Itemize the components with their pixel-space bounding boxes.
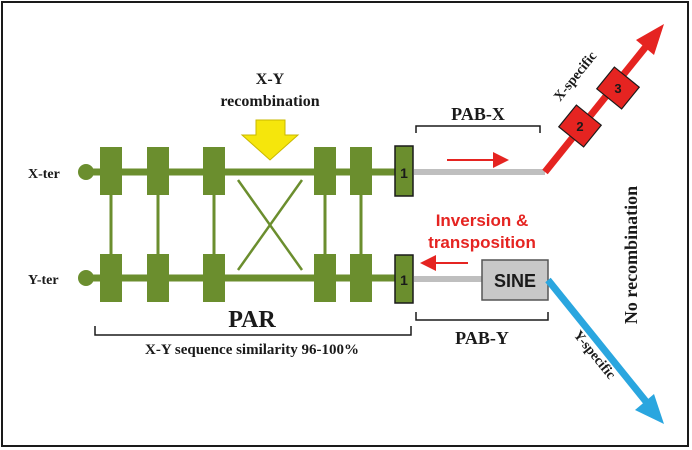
y-block (314, 254, 336, 302)
recombination-title-line1: X-Y (256, 71, 285, 88)
pab-x-label: PAB-X (451, 104, 505, 124)
y-telomere-cap (78, 270, 94, 286)
y-block (100, 254, 122, 302)
y-block (350, 254, 372, 302)
recombination-arrow-icon (240, 119, 300, 161)
sine-element: SINE (481, 259, 549, 301)
crossover-line-b (236, 179, 304, 271)
inversion-label-line2: transposition (428, 233, 536, 252)
red-box-2-label: 2 (576, 119, 583, 134)
x-block (314, 147, 336, 195)
x-specific-arrow (542, 24, 664, 175)
x-boundary-box: 1 (394, 145, 414, 197)
red-box-3-label: 3 (614, 81, 621, 96)
pab-y-bracket (415, 312, 549, 321)
x-block (203, 147, 225, 195)
x-telomere-cap (78, 164, 94, 180)
x-chromosome (78, 164, 395, 180)
par-bracket (94, 326, 412, 336)
x-boundary-label: 1 (400, 165, 408, 181)
x-block (147, 147, 169, 195)
pab-x-bracket (415, 125, 541, 133)
x-specific-label: X-specific (551, 49, 600, 104)
y-block (203, 254, 225, 302)
y-boundary-label: 1 (400, 272, 408, 288)
x-ter-label: X-ter (28, 167, 60, 182)
par-label: PAR (228, 307, 276, 333)
y-boundary-box: 1 (394, 254, 414, 304)
y-chromosome-blocks (100, 254, 372, 302)
red-box-3: 3 (595, 66, 641, 110)
y-block (147, 254, 169, 302)
sine-label: SINE (494, 271, 536, 291)
x-block (350, 147, 372, 195)
pab-y-label: PAB-Y (455, 328, 509, 348)
recombination-title-line2: recombination (220, 93, 319, 110)
similarity-label: X-Y sequence similarity 96-100% (145, 342, 359, 358)
inversion-label-line1: Inversion & (436, 211, 529, 230)
x-block (100, 147, 122, 195)
y-ter-label: Y-ter (28, 273, 59, 288)
crossover-cross (236, 179, 304, 271)
x-chromosome-blocks (100, 147, 372, 195)
no-recombination-label: No recombination (621, 186, 641, 324)
y-chromosome (78, 270, 395, 286)
y-specific-arrow (545, 277, 664, 424)
red-box-2: 2 (557, 104, 603, 148)
